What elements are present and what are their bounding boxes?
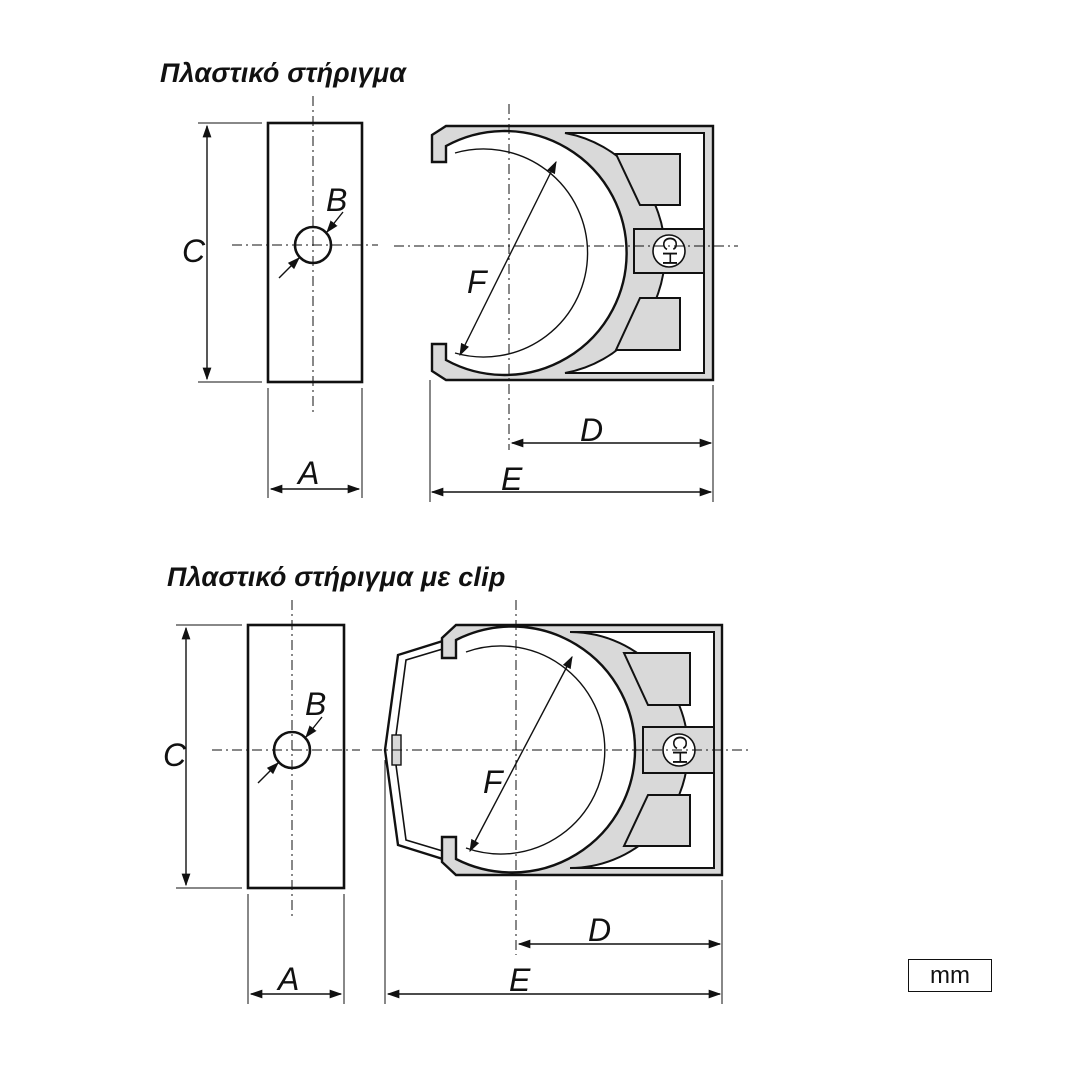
dimension-e xyxy=(384,760,722,1004)
label-c-1: C xyxy=(182,233,206,269)
dimension-e xyxy=(429,380,713,502)
label-f-1: F xyxy=(467,264,489,300)
figure-2-drawing: CH C B A F D E xyxy=(163,600,748,1004)
dimension-a xyxy=(267,388,363,498)
unit-box: mm xyxy=(908,959,992,992)
figure-1-drawing: CH C B A F D E xyxy=(182,96,738,502)
dimension-d xyxy=(510,385,714,502)
side-view-block xyxy=(232,96,378,412)
figure-title-plastic-support-clip: Πλαστικό στήριγμα με clip xyxy=(167,562,506,592)
dimension-c xyxy=(198,122,262,383)
dimension-a xyxy=(247,894,345,1004)
label-a-2: A xyxy=(276,961,299,997)
label-f-2: F xyxy=(483,764,505,800)
label-b-1: B xyxy=(326,182,347,218)
holder-front-view-with-clip: CH xyxy=(372,600,748,955)
label-e-1: E xyxy=(501,461,523,497)
side-view-block xyxy=(212,600,360,918)
holder-front-view: CH xyxy=(394,104,738,450)
dimension-c xyxy=(176,624,242,889)
label-d-2: D xyxy=(588,912,611,948)
label-c-2: C xyxy=(163,737,187,773)
label-e-2: E xyxy=(509,962,531,998)
stamp-ch-1: CH xyxy=(658,237,680,266)
label-d-1: D xyxy=(580,412,603,448)
dimension-d xyxy=(517,880,723,1004)
figure-title-plastic-support: Πλαστικό στήριγμα xyxy=(160,58,407,88)
label-b-2: B xyxy=(305,686,326,722)
label-a-1: A xyxy=(296,455,319,491)
